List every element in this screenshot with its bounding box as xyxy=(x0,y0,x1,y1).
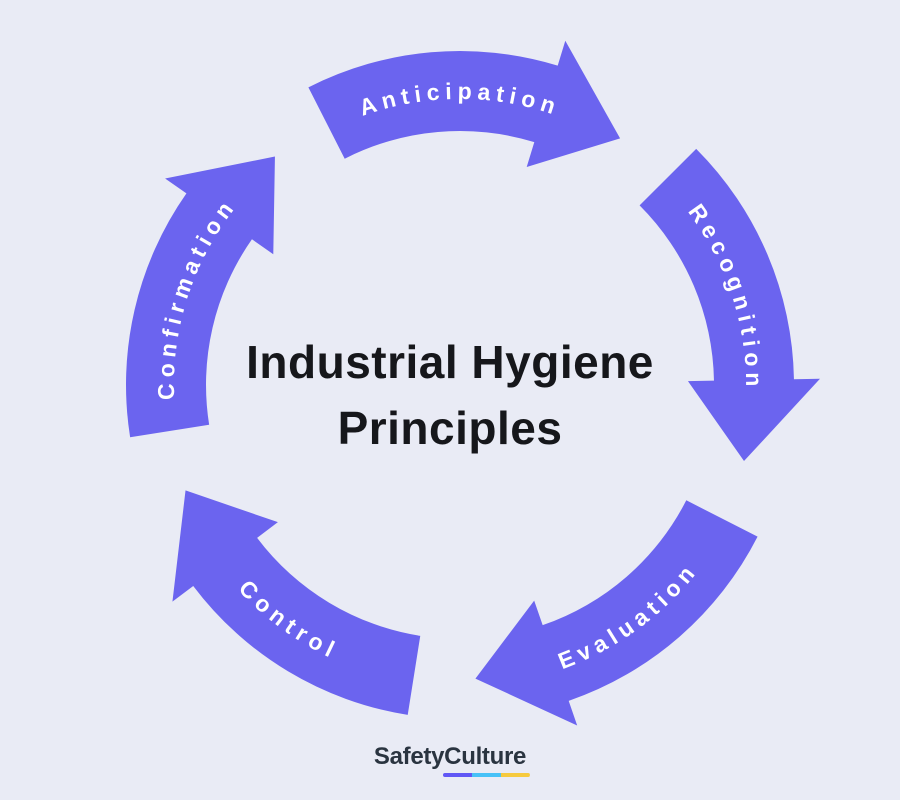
brand-underline-segment-yellow xyxy=(501,773,531,777)
brand-text-culture: Culture xyxy=(444,743,527,770)
brand-underline-segment-blue xyxy=(472,773,503,777)
diagram-title: Industrial Hygiene Principles xyxy=(0,329,900,461)
title-line-1: Industrial Hygiene xyxy=(246,336,654,388)
brand-text-safety: Safety xyxy=(373,743,445,770)
brand-logo: SafetyCulture xyxy=(0,743,900,777)
brand-underline-segment-purple xyxy=(443,773,474,777)
brand-text-culture-wrap: Culture xyxy=(443,743,531,777)
brand-underline xyxy=(443,773,531,777)
title-line-2: Principles xyxy=(337,402,563,454)
